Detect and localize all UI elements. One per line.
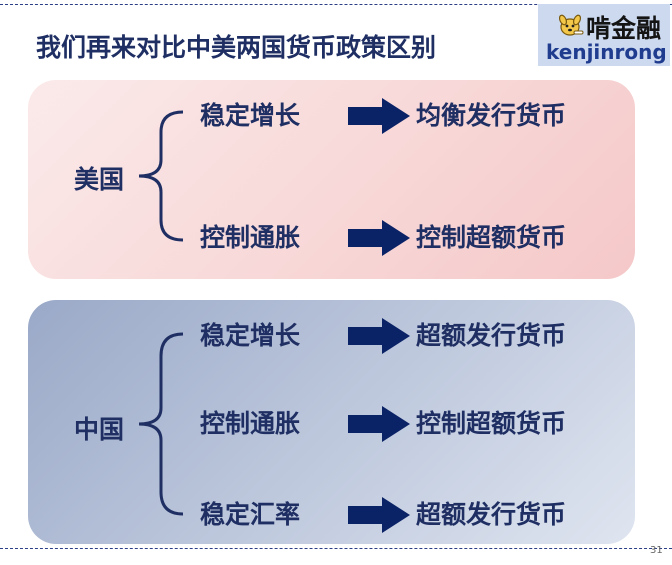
logo-name-en: kenjinrong bbox=[546, 40, 667, 64]
country-label-cn: 中国 bbox=[74, 415, 125, 444]
policy-goal: 控制通胀 bbox=[200, 223, 301, 252]
policy-action: 均衡发行货币 bbox=[416, 101, 567, 130]
right-arrow-icon bbox=[348, 98, 410, 134]
right-arrow-icon bbox=[348, 497, 410, 533]
policy-goal: 控制通胀 bbox=[200, 409, 301, 438]
page-number: 31 bbox=[650, 545, 663, 556]
right-arrow-icon bbox=[348, 220, 410, 256]
policy-action: 控制超额货币 bbox=[416, 223, 567, 252]
brace-cn bbox=[138, 332, 184, 516]
policy-action: 超额发行货币 bbox=[416, 321, 567, 350]
top-dashed-rule bbox=[0, 4, 672, 5]
right-arrow-icon bbox=[348, 318, 410, 354]
dog-mascot-icon bbox=[558, 14, 584, 36]
us-panel: 美国 稳定增长 均衡发行货币 控制通胀 控制超额货币 bbox=[28, 80, 635, 279]
brace-us bbox=[138, 110, 184, 242]
country-label-us: 美国 bbox=[74, 165, 125, 194]
brand-logo: 啃金融 kenjinrong bbox=[538, 4, 670, 66]
cn-panel: 中国 稳定增长 超额发行货币 控制通胀 控制超额货币 稳定汇率 超额发行货币 bbox=[28, 300, 635, 544]
logo-name-cn: 啃金融 bbox=[586, 14, 662, 43]
bottom-dashed-rule bbox=[0, 548, 672, 549]
policy-action: 超额发行货币 bbox=[416, 500, 567, 529]
policy-goal: 稳定汇率 bbox=[200, 500, 301, 529]
policy-goal: 稳定增长 bbox=[200, 101, 301, 130]
right-arrow-icon bbox=[348, 406, 410, 442]
slide-title: 我们再来对比中美两国货币政策区别 bbox=[36, 33, 437, 62]
policy-action: 控制超额货币 bbox=[416, 409, 567, 438]
policy-goal: 稳定增长 bbox=[200, 321, 301, 350]
